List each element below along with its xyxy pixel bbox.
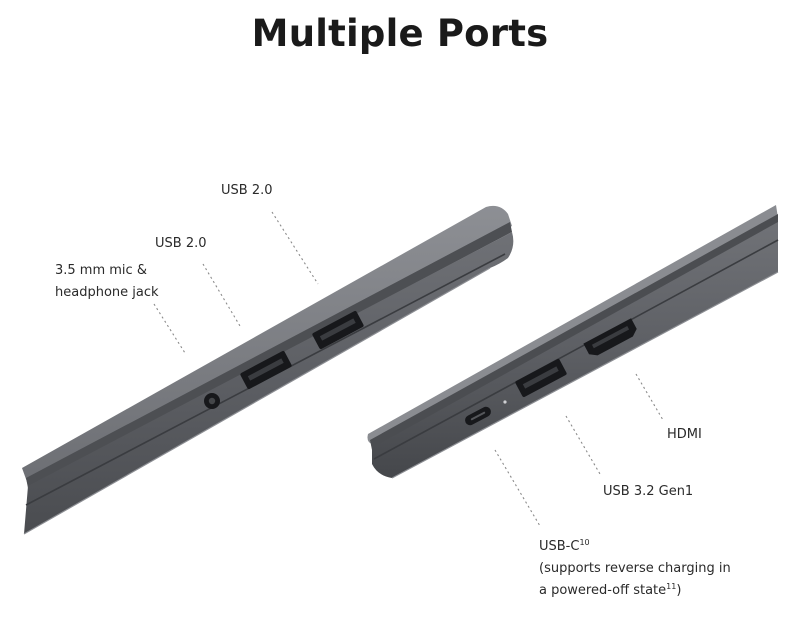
label-usb-c-line2: (supports reverse charging in	[539, 561, 731, 576]
usb-c-port	[465, 406, 491, 426]
usb-3-2-port	[515, 359, 567, 397]
label-headphone-jack-line2: headphone jack	[55, 285, 159, 300]
leader-lines	[153, 211, 664, 527]
label-usb-c-line3: a powered-off state11)	[539, 580, 731, 602]
right-laptop-lid-top	[367, 205, 778, 444]
leader-jack	[153, 303, 186, 354]
leader-usb32	[565, 415, 601, 475]
label-usb-3-2-gen1: USB 3.2 Gen1	[603, 484, 694, 499]
left-laptop	[22, 205, 514, 535]
label-usb-c-name: USB-C	[539, 539, 580, 554]
label-usb-c: USB-C10 (supports reverse charging in a …	[539, 536, 731, 602]
label-headphone-jack: 3.5 mm mic & headphone jack	[55, 260, 159, 304]
hdmi-port	[583, 318, 637, 356]
left-laptop-side	[24, 232, 514, 534]
left-laptop-lid-edge	[26, 222, 512, 488]
leader-usb-mid	[202, 263, 241, 327]
leader-usbc	[494, 449, 541, 527]
right-laptop	[367, 205, 779, 479]
leader-usb-top	[271, 211, 319, 285]
right-laptop-lid-edge	[370, 214, 778, 450]
label-hdmi: HDMI	[667, 427, 702, 442]
usb-a-port-middle	[240, 351, 292, 389]
label-usb-c-line3-text: a powered-off state	[539, 583, 667, 598]
page-title: Multiple Ports	[251, 12, 549, 55]
label-usb-c-close-paren: )	[676, 583, 682, 598]
right-laptop-seam	[373, 239, 779, 460]
footnote-ref-11: 11	[666, 582, 677, 591]
indicator-led	[503, 400, 507, 404]
label-usb-2-0-top: USB 2.0	[221, 183, 273, 198]
footnote-ref-10: 10	[579, 538, 590, 547]
right-laptop-bottom-edge	[391, 271, 779, 479]
usb-a-port-top	[312, 311, 364, 349]
label-usb-c-line1: USB-C10	[539, 536, 731, 558]
left-laptop-bottom-edge	[23, 267, 491, 535]
label-headphone-jack-line1: 3.5 mm mic &	[55, 263, 147, 278]
label-usb-2-0-middle: USB 2.0	[155, 236, 207, 251]
leader-hdmi	[635, 373, 664, 421]
